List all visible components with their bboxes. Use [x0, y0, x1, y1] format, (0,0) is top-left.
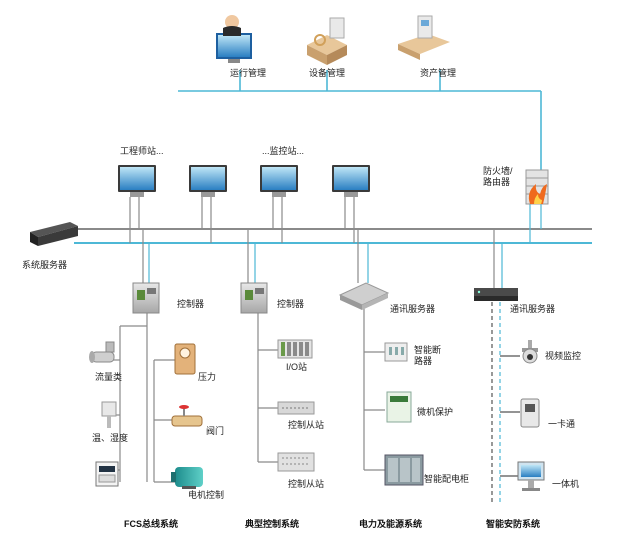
io-station-icon — [277, 339, 313, 359]
typical-links — [247, 229, 278, 463]
relay-protection-icon — [386, 391, 412, 423]
label-engineer-station: 工程师站... — [120, 146, 164, 156]
title-smart-security-system: 智能安防系统 — [486, 519, 541, 529]
security-links — [491, 229, 520, 505]
control-slave-station-1-icon — [277, 401, 315, 415]
label-flowmeter: 流量类 — [95, 372, 123, 382]
main-bus — [74, 228, 592, 244]
label-monitor-station: ...监控站... — [262, 146, 305, 156]
label-power-cabinet: 智能配电柜 — [424, 474, 470, 484]
engineer-workstation-monitor-1 — [118, 165, 156, 197]
temp-humidity-sensor-icon — [101, 401, 117, 428]
label-control-slave-1: 控制从站 — [288, 420, 325, 430]
label-io-station: I/O站 — [286, 362, 308, 372]
power-comm-server-icon — [338, 282, 390, 310]
kiosk-icon — [517, 461, 545, 491]
firewall-router-icon — [525, 169, 549, 205]
label-video-monitoring: 视频监控 — [545, 351, 582, 361]
card-reader-icon — [520, 398, 540, 428]
label-control-slave-2: 控制从站 — [288, 479, 325, 489]
label-kiosk: 一体机 — [552, 479, 580, 489]
video-camera-icon — [522, 340, 538, 364]
flowmeter-icon — [89, 341, 115, 363]
title-fcs-system: FCS总线系统 — [124, 519, 179, 529]
asset-management-icon — [398, 15, 450, 60]
label-fcs-controller: 控制器 — [177, 299, 205, 309]
ops-management-icon — [216, 15, 252, 63]
label-ops-management: 运行管理 — [230, 68, 267, 78]
meter-icon — [95, 461, 119, 487]
label-power-comm-server: 通讯服务器 — [390, 304, 436, 314]
monitor-workstation-monitor-2 — [332, 165, 370, 197]
label-motor-control: 电机控制 — [188, 490, 225, 500]
label-equipment-management: 设备管理 — [309, 68, 346, 78]
valve-icon — [171, 405, 203, 427]
label-typical-controller: 控制器 — [277, 299, 305, 309]
security-comm-server-icon — [474, 288, 518, 301]
station-links — [129, 197, 355, 243]
system-server-icon — [30, 222, 78, 246]
control-slave-station-2-icon — [277, 452, 315, 472]
management-network — [178, 70, 542, 170]
fcs-links — [110, 229, 175, 483]
engineer-workstation-monitor-2 — [189, 165, 227, 197]
label-pressure: 压力 — [198, 372, 217, 382]
motor-icon — [171, 467, 203, 489]
power-links — [357, 229, 385, 471]
label-security-comm-server: 通讯服务器 — [510, 304, 556, 314]
label-card-system: 一卡通 — [548, 419, 576, 429]
power-cabinet-icon — [384, 454, 424, 486]
label-system-server: 系统服务器 — [22, 260, 68, 270]
label-smart-breaker: 智能断路器 — [414, 345, 442, 366]
label-asset-management: 资产管理 — [420, 68, 457, 78]
title-typical-control-system: 典型控制系统 — [245, 519, 300, 529]
label-relay-protection: 微机保护 — [417, 407, 454, 417]
equipment-management-icon — [307, 17, 347, 65]
label-firewall-router: 防火墙/路由器 — [483, 166, 513, 187]
monitor-workstation-monitor-1 — [260, 165, 298, 197]
smart-breaker-icon — [384, 342, 408, 362]
title-power-energy-system: 电力及能源系统 — [359, 519, 423, 529]
fcs-controller-icon — [132, 282, 160, 314]
pressure-sensor-icon — [174, 343, 196, 375]
typical-controller-icon — [240, 282, 268, 314]
label-temp-humidity: 温、湿度 — [92, 433, 129, 443]
label-valve: 阀门 — [206, 426, 225, 436]
